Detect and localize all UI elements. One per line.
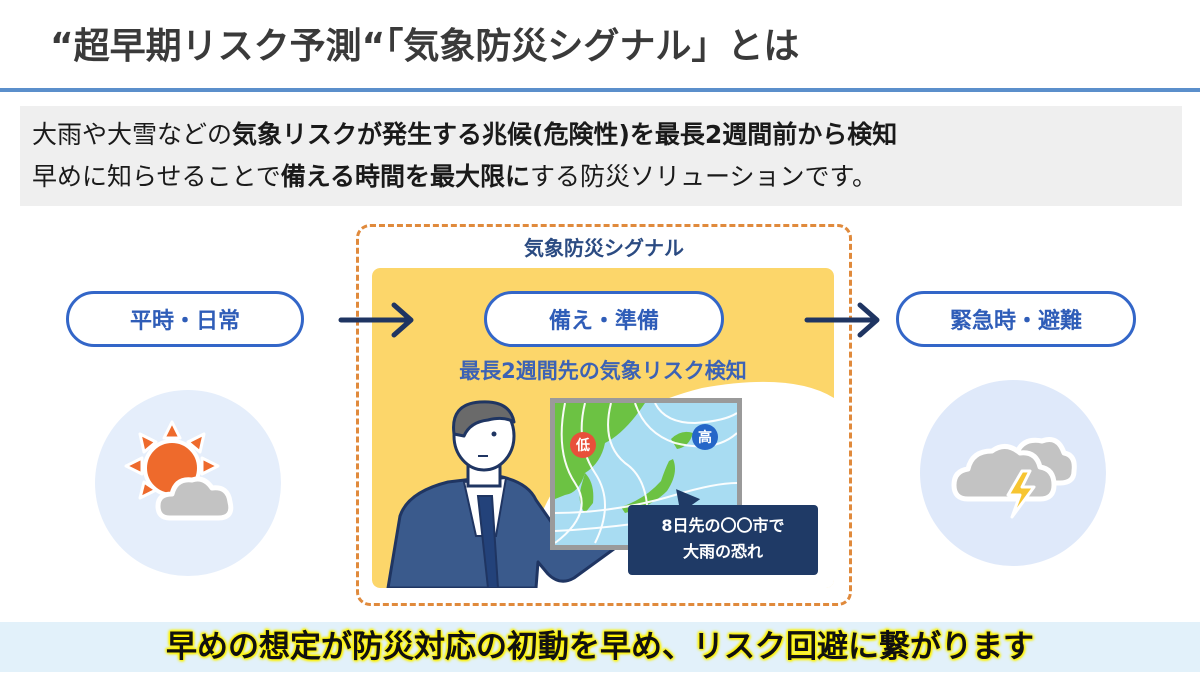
sun-cloud-icon <box>124 420 234 521</box>
intro-text-bold: 気象リスクが発生する兆候(危険性)を最長2週間前から検知 <box>232 120 898 149</box>
thunder-cloud-icon <box>951 437 1077 519</box>
presenter-illustration <box>386 400 628 588</box>
title-divider <box>0 88 1200 92</box>
intro-text: 大雨や大雪などの <box>32 120 233 149</box>
arrow-right-icon <box>804 302 880 338</box>
balloon-line-2: 大雨の恐れ <box>682 542 763 561</box>
signal-frame-title: 気象防災シグナル <box>524 236 684 260</box>
intro-text-bold: 備える時間を最大限に <box>280 162 531 191</box>
intro-text: 早めに知らせることで <box>32 162 281 191</box>
signal-frame <box>356 224 852 606</box>
intro-box: 大雨や大雪などの気象リスクが発生する兆候(危険性)を最長2週間前から検知 早めに… <box>20 106 1182 206</box>
footer-message: 早めの想定が防災対応の初動を早め、リスク回避に繋がります <box>166 629 1034 665</box>
intro-text: する防災ソリューションです。 <box>530 162 878 191</box>
stage-emergency: 緊急時・避難 <box>896 291 1136 347</box>
detection-subhead: 最長2週間先の気象リスク検知 <box>459 359 747 383</box>
low-pressure-badge: 低 <box>570 432 596 458</box>
footer-band <box>0 622 1200 672</box>
intro-line-1: 大雨や大雪などの気象リスクが発生する兆候(危険性)を最長2週間前から検知 <box>32 114 1170 156</box>
high-pressure-badge: 高 <box>692 424 718 450</box>
stage-prepare: 備え・準備 <box>484 291 724 347</box>
page-title: “超早期リスク予測“「気象防災シグナル」とは <box>50 26 800 67</box>
arrow-right-icon <box>338 302 414 338</box>
forecast-balloon: 8日先の〇〇市で 大雨の恐れ <box>628 505 818 575</box>
balloon-line-1: 8日先の〇〇市で <box>661 516 785 535</box>
stage-normal: 平時・日常 <box>66 291 304 347</box>
intro-line-2: 早めに知らせることで備える時間を最大限にする防災ソリューションです。 <box>32 156 1170 198</box>
